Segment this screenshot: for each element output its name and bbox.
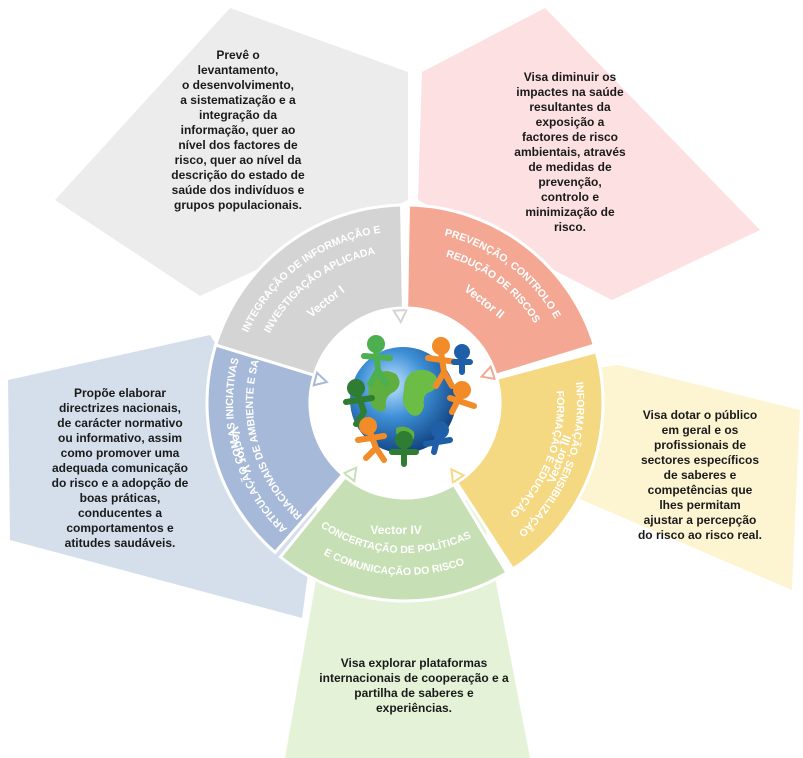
vector4-ring-segment bbox=[278, 474, 510, 603]
vector1-description: Prevê o levantamento, o desenvolvimento,… bbox=[171, 48, 305, 212]
vector2-background-wedge bbox=[418, 8, 760, 300]
vector3-ring-segment bbox=[454, 349, 605, 572]
vector4-label: Vector IV bbox=[370, 523, 421, 537]
vector3-connector-arrow-icon bbox=[450, 467, 466, 485]
globe-with-people-icon bbox=[343, 335, 477, 467]
vector2-connector-arrow-icon bbox=[479, 364, 497, 381]
vector1-ring-segment bbox=[213, 203, 405, 378]
vector4-description: Visa explorar plataformas internacionais… bbox=[319, 656, 509, 715]
vector2-ring-segment bbox=[405, 203, 597, 378]
vector5-description: Propõe elaborar directrizes nacionais, d… bbox=[51, 386, 189, 550]
vector5-connector-arrow-icon bbox=[312, 370, 329, 387]
vector1-connector-arrow-icon bbox=[391, 308, 409, 325]
vector2-description: Visa diminuir os impactes na saúde resul… bbox=[514, 70, 626, 234]
vector5-ring-segment bbox=[205, 343, 345, 555]
ring-segments bbox=[205, 203, 605, 603]
vector4-connector-arrow-icon bbox=[342, 466, 358, 483]
vector3-description: Visa dotar o público em geral e os profi… bbox=[637, 408, 763, 542]
